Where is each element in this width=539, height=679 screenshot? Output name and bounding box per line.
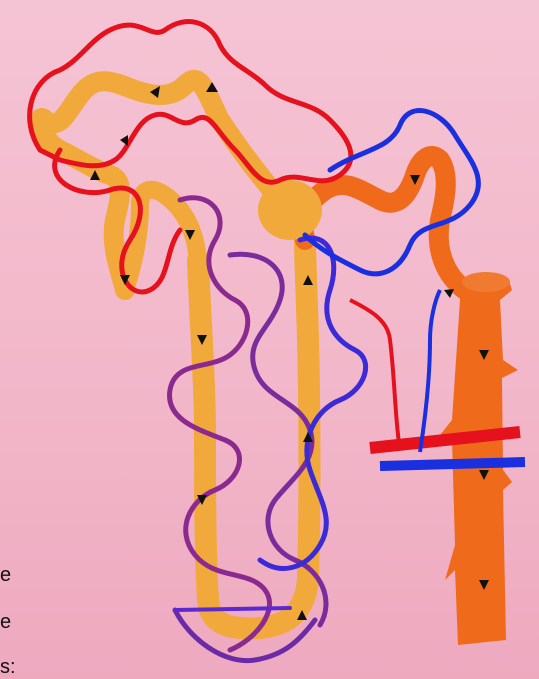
capillary-crossbar xyxy=(175,608,290,610)
vein xyxy=(380,462,525,466)
efferent-vessel xyxy=(420,290,440,452)
capillary-purple xyxy=(170,198,270,650)
cut-off-text-line-1: e xyxy=(0,565,11,585)
cut-off-text-line-2: e xyxy=(0,612,11,632)
arrow-icon xyxy=(120,135,128,146)
afferent-vessel xyxy=(350,300,400,450)
arrow-icon xyxy=(444,289,454,298)
glomerulus-capsule xyxy=(258,180,322,240)
capillary-network xyxy=(30,22,479,661)
cut-off-text-line-3: s: xyxy=(0,657,16,677)
